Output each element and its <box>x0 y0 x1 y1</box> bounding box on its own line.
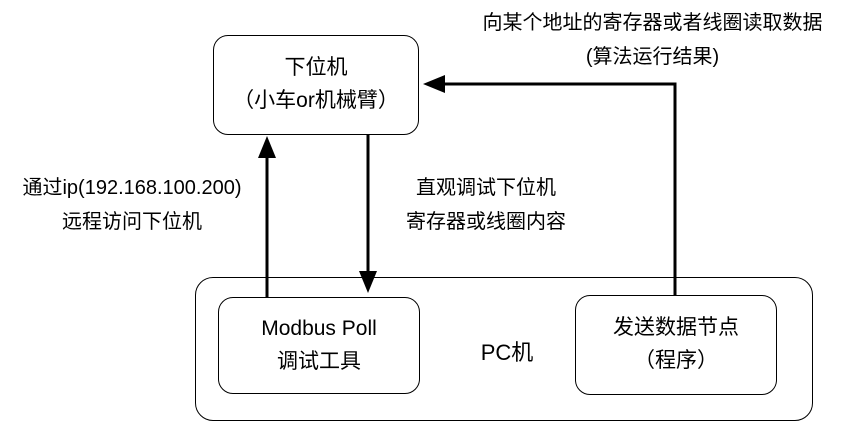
node-modbus-poll-title: Modbus Poll <box>261 316 377 340</box>
arrow-sender-to-lower-machine <box>423 75 677 296</box>
edge-label-read-data-line1: 向某个地址的寄存器或者线圈读取数据 <box>482 12 823 34</box>
node-modbus-poll-subtitle: 调试工具 <box>277 349 361 373</box>
node-lower-machine-title: 下位机 <box>284 56 348 80</box>
arrow-modbus-to-lower-machine <box>258 136 276 297</box>
node-lower-machine: 下位机 （小车or机械臂） <box>213 35 419 135</box>
edge-label-read-data-line2: (算法运行结果) <box>585 45 720 68</box>
node-pc-label: PC机 <box>480 340 534 365</box>
edge-label-remote-access: 通过ip(192.168.100.200) 远程访问下位机 <box>6 172 258 240</box>
node-sender-title: 发送数据节点 <box>613 316 739 340</box>
node-sender: 发送数据节点 （程序） <box>575 295 777 395</box>
edge-label-remote-access-line1: 通过ip(192.168.100.200) <box>22 177 242 199</box>
edge-label-remote-access-line2: 远程访问下位机 <box>62 210 202 233</box>
edge-label-read-data: 向某个地址的寄存器或者线圈读取数据 (算法运行结果) <box>445 7 860 75</box>
node-pc-container <box>195 277 813 421</box>
edge-label-debug-view-line2: 寄存器或线圈内容 <box>406 210 566 233</box>
arrow-lower-machine-to-modbus <box>359 135 377 293</box>
node-modbus-poll: Modbus Poll 调试工具 <box>218 297 420 394</box>
edge-label-debug-view-line1: 直观调试下位机 <box>416 177 556 199</box>
node-lower-machine-subtitle: （小车or机械臂） <box>233 89 399 112</box>
edge-label-debug-view: 直观调试下位机 寄存器或线圈内容 <box>386 172 586 239</box>
node-sender-subtitle: （程序） <box>634 349 718 372</box>
